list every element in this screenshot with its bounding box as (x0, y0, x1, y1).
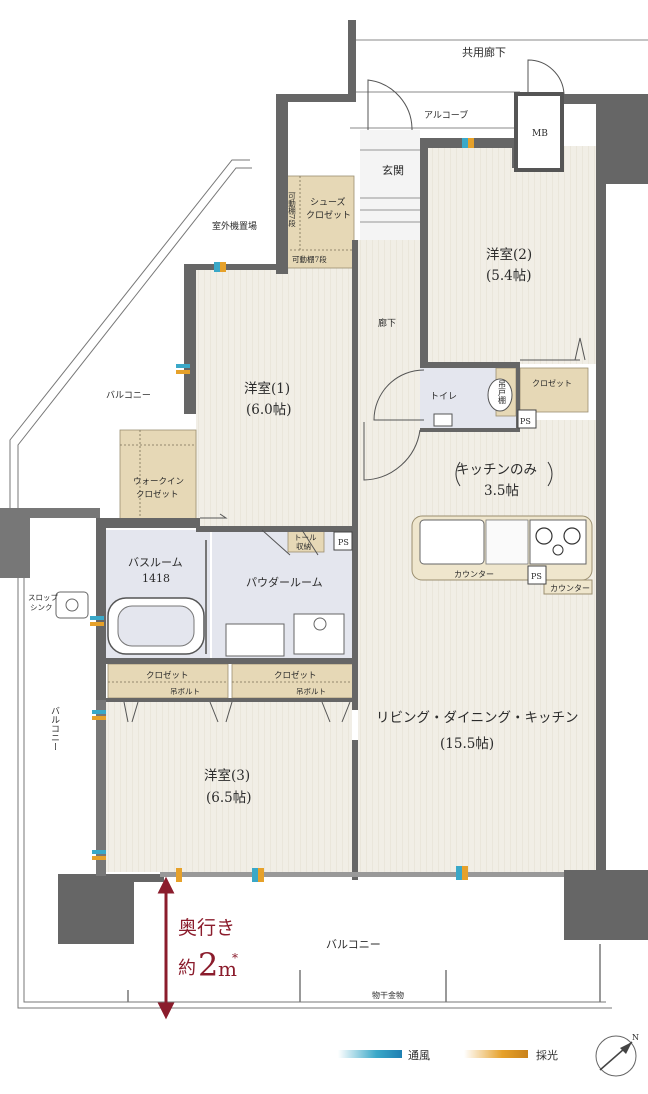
depth-arrow-icon (157, 876, 175, 1020)
counter1-label: カウンター (454, 570, 494, 579)
labels: 共用廊下 アルコーブ MB 玄関 シューズ クロゼット 可動棚7段 可動棚7段 … (28, 45, 639, 1062)
floors (106, 130, 596, 872)
walkin-label-1: ウォークイン (133, 477, 184, 487)
entrance-steps (360, 149, 420, 223)
movable-shelf-horizontal: 可動棚7段 (292, 254, 327, 264)
toilet-storage-label-1: トール (294, 533, 317, 542)
bath-name: バスルーム (128, 556, 183, 569)
compass-icon (595, 1035, 637, 1077)
kitchen-paren-right (547, 461, 553, 487)
vent-light-markers (90, 138, 474, 882)
room2-name: 洋室(2) (486, 246, 532, 263)
legend-ventilation-swatch (338, 1050, 402, 1058)
ps-boxes (333, 409, 547, 585)
toilet-storage-label-2: 収納 (296, 541, 311, 551)
closet-a-label: クロゼット (146, 670, 189, 681)
legend-ventilation-label: 通風 (408, 1049, 430, 1062)
ldk-size: (15.5帖) (440, 736, 494, 752)
balcony-south-label: バルコニー (326, 938, 381, 951)
toilet-label: トイレ (430, 392, 457, 402)
entrance-label: 玄関 (382, 163, 404, 177)
shoes-closet-label-1: シューズ (310, 196, 346, 208)
depth-unit: m (218, 957, 237, 981)
storage-dotted (108, 176, 354, 683)
kitchen-only-label: キッチンのみ (456, 462, 537, 478)
ps3-label: PS (531, 572, 542, 581)
shoes-closet (285, 175, 355, 269)
ps2-label: PS (338, 538, 349, 547)
corridor-label: 共用廊下 (462, 45, 506, 59)
bathtub (107, 540, 207, 655)
shoes-closet-label-2: クロゼット (306, 209, 351, 221)
mb-label: MB (532, 129, 548, 139)
balcony-west-label: バルコニー (106, 390, 151, 401)
kitchen-counter (411, 515, 593, 595)
closet-room2 (519, 367, 589, 413)
walkin-closet (119, 429, 197, 527)
hanger-bolt-a-label: 吊ボルト (170, 687, 200, 696)
hanger-bolt-b-label: 吊ボルト (296, 687, 326, 696)
movable-shelf-vertical: 可動棚7段 (287, 192, 296, 228)
ac-unit-label: 室外機置場 (212, 220, 257, 232)
doors (123, 59, 586, 723)
slop-sink-label-2: シンク (30, 603, 53, 612)
walkin-label-2: クロゼット (136, 489, 179, 500)
legend-light-swatch (464, 1050, 528, 1058)
compass-north-label: N (632, 1033, 639, 1042)
storage-areas (107, 175, 589, 699)
room3-name: 洋室(3) (204, 767, 250, 784)
closet-room2-label: クロゼット (532, 378, 572, 388)
depth-number: 2 (198, 946, 218, 984)
kitchen-paren-left (455, 461, 461, 487)
powder-room-label: パウダールーム (246, 575, 323, 589)
room3-size: (6.5帖) (206, 790, 252, 806)
alcove-label: アルコーブ (424, 109, 468, 121)
ps1-label: PS (520, 417, 531, 426)
room1-size: (6.0帖) (246, 402, 292, 418)
depth-approx: 約 (178, 958, 196, 979)
toilet-fixture (433, 378, 513, 427)
hallway-label: 廊下 (378, 317, 396, 329)
closet-b-label: クロゼット (274, 670, 317, 681)
clothes-rail-markers (127, 944, 601, 1002)
kitchen-size: 3.5帖 (484, 483, 519, 499)
clothes-rail-label: 物干金物 (372, 990, 404, 1000)
closet-a (107, 663, 229, 699)
tsuri-dana-label: 吊戸棚 (498, 380, 507, 405)
closet-b (231, 663, 355, 699)
counter2-label: カウンター (550, 584, 590, 593)
balcony-railing (9, 159, 612, 1009)
room2-size: (5.4帖) (486, 268, 532, 284)
ldk-name: リビング・ダイニング・キッチン (376, 710, 579, 726)
balcony-southwest-label: バルコニー (49, 706, 60, 751)
room1-name: 洋室(1) (244, 380, 290, 397)
walls (0, 20, 648, 944)
vanity (225, 613, 345, 657)
depth-label: 奥行き (178, 917, 235, 939)
legend-light-label: 採光 (536, 1048, 558, 1062)
bath-size: 1418 (142, 572, 170, 585)
slop-sink (55, 591, 89, 619)
depth-star: * (232, 951, 238, 965)
slop-sink-label-1: スロップ (28, 593, 58, 602)
